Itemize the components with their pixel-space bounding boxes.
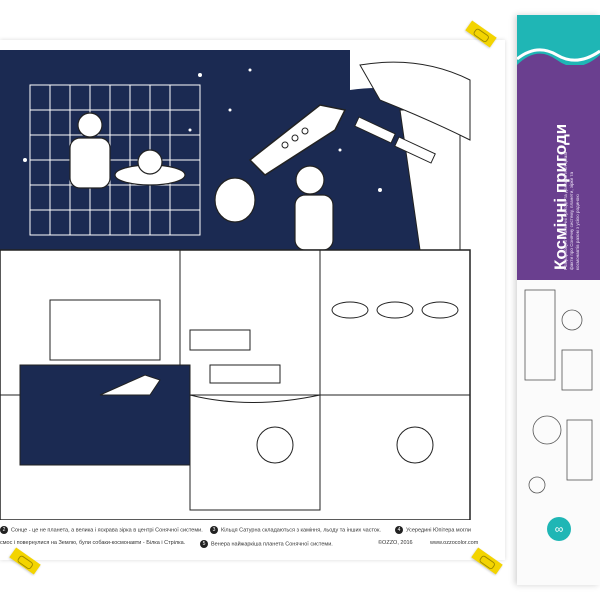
fact-item: смос і повернулися на Землю, були собаки… [0, 540, 185, 546]
fact-number: 5 [200, 540, 208, 548]
fact-text: смос і повернулися на Землю, були собаки… [0, 540, 186, 546]
fact-text: Сонце - це не планета, а велика і яскрав… [11, 527, 203, 534]
box-preview-illustration [524, 289, 593, 494]
fact-number: 4 [395, 526, 403, 534]
website-link[interactable]: www.ozzocolor.com [430, 540, 479, 546]
fact-text: Кільця Сатурна складаються з каміння, ль… [221, 527, 381, 534]
space-scene-illustration [0, 50, 471, 520]
description-line: факти про Сонячну систему, планети, зірк… [569, 171, 574, 270]
fact-text: Венера найжаркіша планета Сонячної систе… [211, 541, 333, 548]
fact-number: 3 [210, 526, 218, 534]
infinity-logo-icon: ∞ [547, 517, 571, 541]
space-shuttle-icon [248, 104, 347, 176]
description-line: Розфарбовуйте космічні пригоди та дізнав… [563, 152, 568, 270]
rocket-icon [99, 374, 161, 396]
box-label-panel [517, 65, 600, 280]
box-description: Розфарбовуйте космічні пригоди та дізнав… [557, 90, 593, 270]
product-box: Космічні пригоди Розфарбовуйте космічні … [517, 15, 600, 585]
fact-text: Усередині Юпітера могли [406, 527, 471, 534]
box-title: Космічні пригоди [525, 90, 570, 270]
description-line: космонавтів разом з усією родиною [575, 194, 580, 270]
fact-number: 2 [0, 526, 8, 534]
copyright: ©OZZO, 2016 [378, 540, 413, 546]
